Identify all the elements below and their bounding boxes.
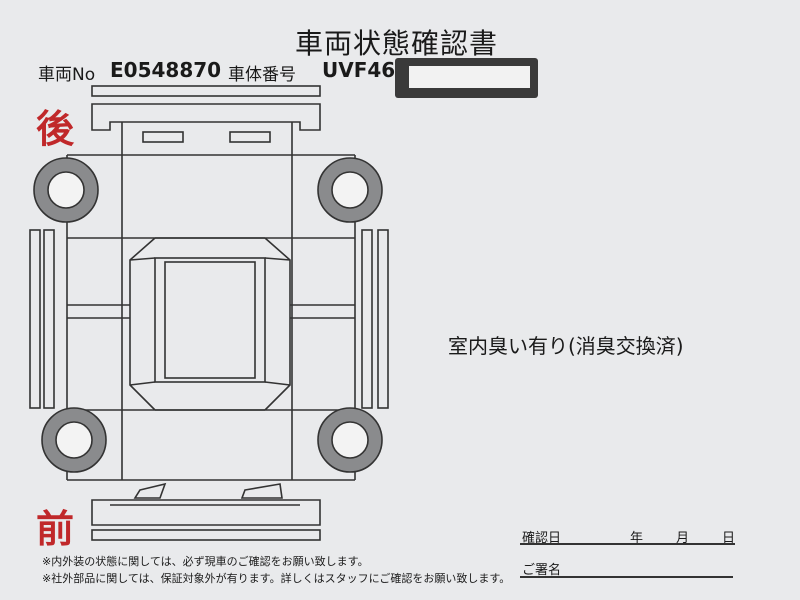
footer-note-1: ※内外装の状態に関しては、必ず現車のご確認をお願い致します。 <box>42 555 369 568</box>
roof-frame <box>129 237 291 411</box>
body-no-value: UVF46- <box>322 58 404 82</box>
signature-label: ご署名 <box>522 563 562 578</box>
day-label: 日 <box>722 531 736 546</box>
right-side-skirt <box>361 229 373 409</box>
wheel-icons <box>33 157 383 473</box>
left-side-skirt <box>29 229 41 409</box>
headlight-left <box>133 482 167 499</box>
rear-label: 後 <box>36 107 75 151</box>
year-label: 年 <box>630 531 644 546</box>
car-no-label: 車両No <box>38 65 96 85</box>
month-label: 月 <box>676 531 690 546</box>
front-bumper <box>91 499 321 526</box>
roof <box>164 261 256 379</box>
confirm-date-label: 確認日 <box>522 531 562 546</box>
condition-note: 室内臭い有り(消臭交換済) <box>448 334 684 358</box>
door-lines <box>67 304 355 319</box>
document-title: 車両状態確認書 <box>295 27 499 60</box>
footer-note-2: ※社外部品に関しては、保証対象外が有ります。詳しくはスタッフにご確認をお願い致し… <box>42 572 511 585</box>
rear-light-left <box>142 131 184 143</box>
date-line <box>520 543 735 545</box>
rear-bumper <box>91 103 321 131</box>
car-no-value: E0548870 <box>110 58 222 82</box>
redaction-sticker <box>395 58 538 98</box>
signature-line[interactable] <box>520 576 733 578</box>
body-outline <box>66 122 356 481</box>
rear-light-right <box>229 131 271 143</box>
rear-bumper-top <box>91 85 321 97</box>
body-no-label: 車体番号 <box>228 65 296 85</box>
front-label: 前 <box>36 507 75 551</box>
front-bumper-bottom <box>91 529 321 541</box>
headlight-right <box>240 483 283 499</box>
